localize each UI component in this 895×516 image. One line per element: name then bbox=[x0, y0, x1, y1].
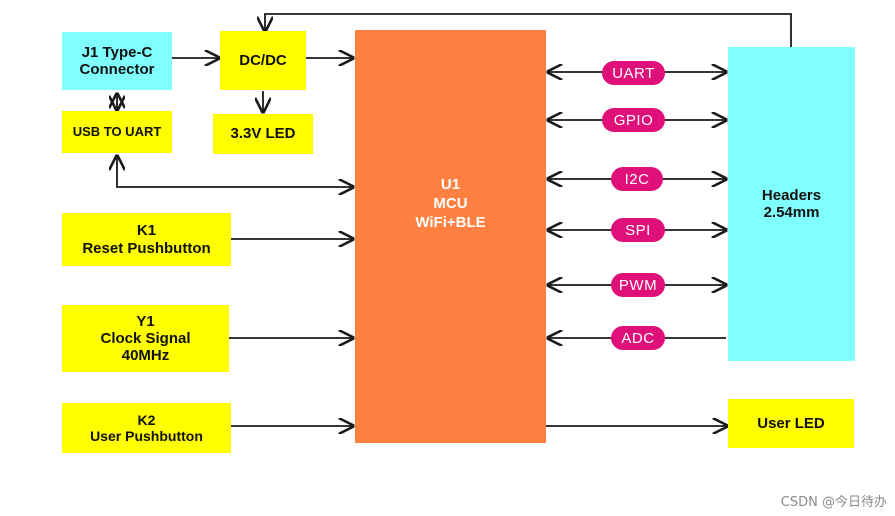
k1-line1: K1 bbox=[136, 222, 157, 240]
y1-line2: Clock Signal bbox=[100, 329, 191, 347]
user-led-block: User LED bbox=[728, 399, 854, 448]
i2c-pill: I2C bbox=[611, 167, 663, 191]
mcu-line3: WiFi+BLE bbox=[415, 213, 486, 231]
spi-pill: SPI bbox=[611, 218, 665, 242]
mcu-line1: U1 bbox=[440, 176, 461, 193]
user-led-label: User LED bbox=[757, 414, 825, 432]
k2-line2: User Pushbutton bbox=[90, 428, 203, 444]
headers-line2: 2.54mm bbox=[763, 204, 820, 221]
led-33v-label: 3.3V LED bbox=[230, 125, 296, 143]
y1-line1: Y1 bbox=[136, 312, 155, 330]
mcu-line2: MCU bbox=[433, 194, 468, 212]
j1-typec-connector-block: J1 Type-C Connector bbox=[62, 32, 172, 90]
usb-uart-label: USB TO UART bbox=[72, 123, 162, 139]
j1-line2: Connector bbox=[79, 61, 155, 78]
uart-pill: UART bbox=[602, 61, 665, 85]
usb-to-uart-block: USB TO UART bbox=[62, 111, 172, 153]
pwm-pill: PWM bbox=[611, 273, 665, 297]
k1-reset-block: K1 Reset Pushbutton bbox=[62, 213, 231, 266]
k2-line1: K2 bbox=[137, 411, 156, 428]
watermark-text: CSDN @今日待办 bbox=[780, 495, 887, 510]
gpio-pill: GPIO bbox=[602, 108, 665, 132]
y1-clock-block: Y1 Clock Signal 40MHz bbox=[62, 305, 229, 372]
j1-line1: J1 Type-C bbox=[81, 43, 153, 61]
led-33v-block: 3.3V LED bbox=[213, 114, 313, 154]
adc-pill: ADC bbox=[611, 326, 665, 350]
dcdc-label: DC/DC bbox=[239, 51, 287, 69]
headers-line1: Headers bbox=[761, 186, 822, 204]
dcdc-block: DC/DC bbox=[220, 31, 306, 90]
usb-uart-to-mcu-arrow bbox=[117, 156, 353, 187]
headers-block: Headers 2.54mm bbox=[728, 47, 855, 361]
mcu-block: U1 MCU WiFi+BLE bbox=[355, 30, 546, 443]
k2-user-block: K2 User Pushbutton bbox=[62, 403, 231, 453]
headers-to-dcdc-arrow bbox=[265, 13, 792, 47]
k1-line2: Reset Pushbutton bbox=[82, 239, 211, 257]
y1-line3: 40MHz bbox=[121, 347, 170, 365]
